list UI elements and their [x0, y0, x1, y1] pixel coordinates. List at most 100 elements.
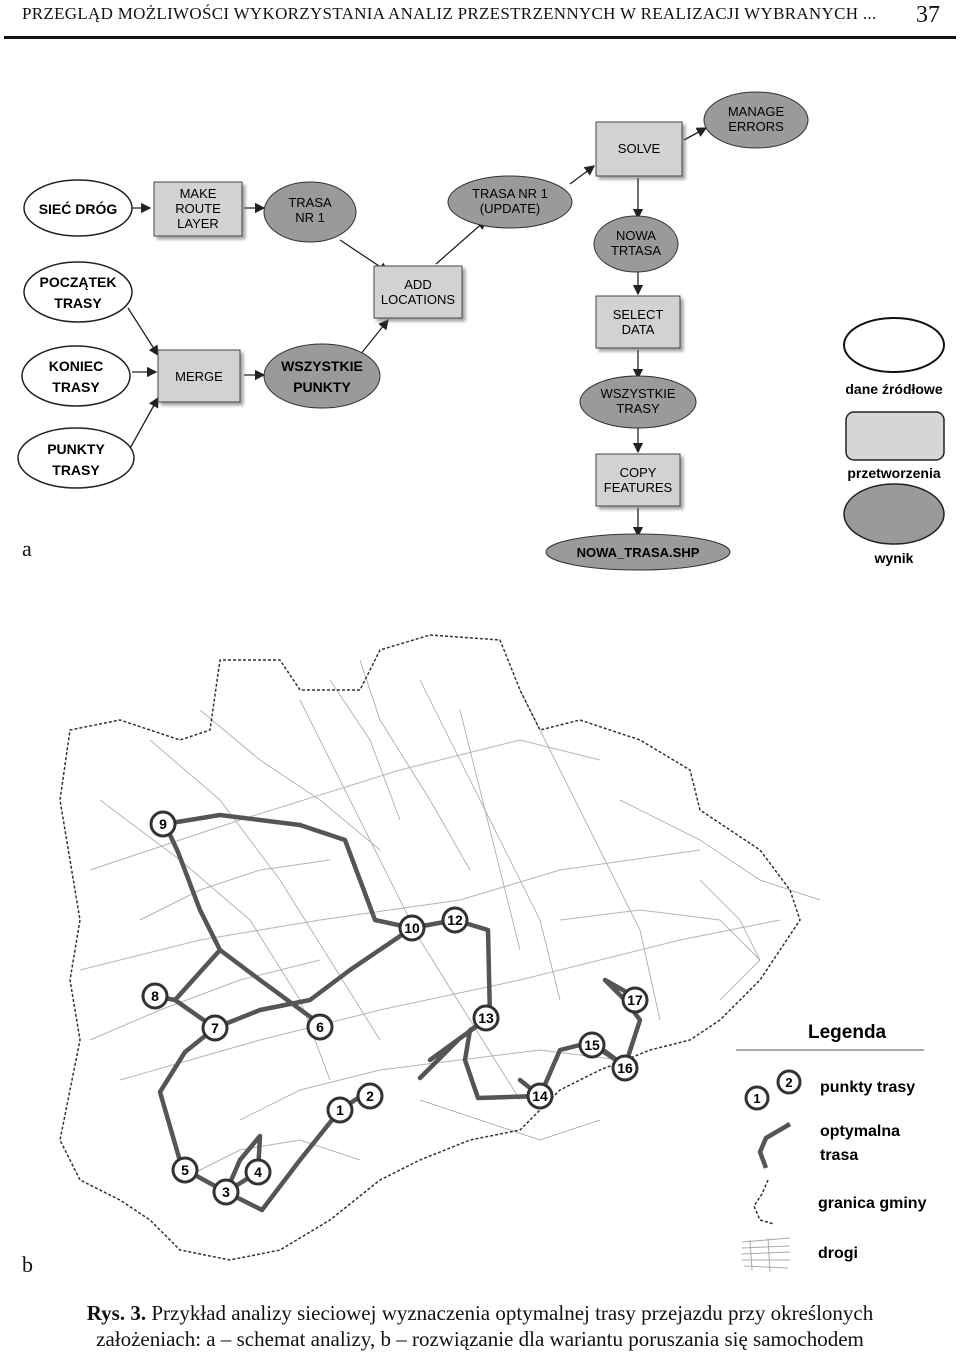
svg-text:NR 1: NR 1	[295, 210, 325, 225]
route-point-1: 1	[326, 1096, 354, 1124]
svg-text:10: 10	[404, 920, 420, 936]
svg-text:LAYER: LAYER	[177, 216, 219, 231]
route-points: 1 2 3 4 5 6 7 8 9 10 12 13 14 15 16 17	[141, 810, 649, 1206]
svg-text:granica gminy: granica gminy	[818, 1195, 927, 1212]
node-merge: MERGE	[157, 349, 241, 403]
svg-text:ADD: ADD	[404, 277, 431, 292]
route-point-15: 15	[578, 1031, 606, 1059]
caption-line-2: założeniach: a – schemat analizy, b – ro…	[96, 1327, 864, 1351]
svg-text:12: 12	[447, 912, 463, 928]
svg-text:6: 6	[316, 1019, 324, 1035]
route-point-9: 9	[149, 810, 177, 838]
svg-text:13: 13	[478, 1010, 494, 1026]
svg-text:SELECT: SELECT	[613, 307, 664, 322]
svg-text:NOWA: NOWA	[616, 228, 656, 243]
flowchart-legend: dane źródłowe przetworzenia wynik	[843, 317, 945, 566]
map-legend: Legenda 1 2 punkty trasy optymalna trasa…	[736, 1022, 927, 1273]
route-point-17: 17	[621, 986, 649, 1014]
svg-text:3: 3	[222, 1184, 230, 1200]
flow-connectors	[127, 127, 708, 538]
svg-text:dane źródłowe: dane źródłowe	[845, 381, 942, 397]
route-point-4: 4	[244, 1158, 272, 1186]
node-make-route-layer: MAKE ROUTE LAYER	[153, 181, 243, 237]
svg-text:5: 5	[181, 1162, 189, 1178]
svg-text:15: 15	[584, 1037, 600, 1053]
figure-caption: Rys. 3. Przykład analizy sieciowej wyzna…	[0, 1300, 960, 1352]
svg-text:PUNKTY: PUNKTY	[293, 379, 351, 395]
svg-text:TRTASA: TRTASA	[611, 243, 661, 258]
road-network	[79, 659, 821, 1181]
svg-text:TRASY: TRASY	[52, 379, 100, 395]
svg-text:przetworzenia: przetworzenia	[847, 465, 941, 481]
svg-text:MANAGE: MANAGE	[728, 104, 785, 119]
node-siec-drog: SIEĆ DRÓG	[23, 179, 133, 237]
svg-text:FEATURES: FEATURES	[604, 480, 673, 495]
svg-text:TRASY: TRASY	[52, 462, 100, 478]
route-point-12: 12	[441, 906, 469, 934]
svg-text:SIEĆ DRÓG: SIEĆ DRÓG	[39, 200, 118, 217]
route-map: 1 2 3 4 5 6 7 8 9 10 12 13 14 15 16 17 L…	[59, 634, 927, 1273]
route-point-8: 8	[141, 982, 169, 1010]
svg-text:(UPDATE): (UPDATE)	[480, 201, 540, 216]
map-legend-title: Legenda	[808, 1022, 887, 1043]
svg-text:trasa: trasa	[820, 1147, 858, 1164]
panel-label-b: b	[22, 1252, 33, 1277]
panel-label-a: a	[22, 536, 32, 561]
svg-text:WSZYSTKIE: WSZYSTKIE	[281, 358, 363, 374]
svg-text:KONIEC: KONIEC	[49, 358, 103, 374]
legend-sample-point-2: 2	[776, 1069, 802, 1095]
svg-text:16: 16	[617, 1060, 633, 1076]
svg-text:2: 2	[366, 1088, 374, 1104]
route-point-2: 2	[356, 1082, 384, 1110]
svg-text:COPY: COPY	[620, 465, 657, 480]
node-wszystkie-punkty: WSZYSTKIE PUNKTY	[263, 343, 381, 409]
page-number: 37	[916, 2, 940, 28]
legend-sample-point-1: 1	[744, 1085, 770, 1111]
svg-text:drogi: drogi	[818, 1245, 858, 1262]
svg-text:4: 4	[254, 1164, 262, 1180]
svg-text:TRASA: TRASA	[288, 195, 332, 210]
svg-text:WSZYSTKIE: WSZYSTKIE	[600, 386, 675, 401]
node-select-data: SELECT DATA	[595, 295, 681, 349]
svg-text:SOLVE: SOLVE	[618, 141, 661, 156]
svg-text:9: 9	[159, 816, 167, 832]
svg-text:ROUTE: ROUTE	[175, 201, 221, 216]
svg-text:POCZĄTEK: POCZĄTEK	[40, 274, 117, 290]
route-point-13: 13	[472, 1004, 500, 1032]
legend-roads-sample	[741, 1237, 791, 1273]
route-point-3: 3	[212, 1178, 240, 1206]
svg-text:17: 17	[627, 992, 643, 1008]
svg-text:MAKE: MAKE	[180, 186, 217, 201]
node-poczatek-trasy: POCZĄTEK TRASY	[23, 261, 133, 323]
svg-text:2: 2	[785, 1075, 792, 1090]
node-trasa-nr1-update: TRASA NR 1 (UPDATE)	[447, 175, 573, 229]
analysis-flowchart: SIEĆ DRÓG POCZĄTEK TRASY KONIEC TRASY PU…	[17, 91, 945, 571]
svg-text:DATA: DATA	[622, 322, 655, 337]
svg-text:1: 1	[753, 1091, 760, 1106]
node-add-locations: ADD LOCATIONS	[373, 265, 463, 319]
node-trasa-nr1: TRASA NR 1	[263, 181, 357, 243]
caption-line-1: Przykład analizy sieciowej wyznaczenia o…	[151, 1301, 874, 1325]
svg-text:wynik: wynik	[874, 550, 914, 566]
svg-text:7: 7	[211, 1020, 219, 1036]
node-punkty-trasy: PUNKTY TRASY	[17, 427, 135, 489]
svg-text:TRASY: TRASY	[54, 295, 102, 311]
svg-text:NOWA_TRASA.SHP: NOWA_TRASA.SHP	[577, 545, 700, 560]
svg-text:PUNKTY: PUNKTY	[47, 441, 105, 457]
route-point-7: 7	[201, 1014, 229, 1042]
node-nowa-trasa: NOWA TRTASA	[593, 215, 679, 273]
route-point-5: 5	[171, 1156, 199, 1184]
node-koniec-trasy: KONIEC TRASY	[21, 345, 131, 407]
route-point-10: 10	[398, 914, 426, 942]
running-header-title: PRZEGLĄD MOŻLIWOŚCI WYKORZYSTANIA ANALIZ…	[22, 4, 877, 23]
route-point-6: 6	[306, 1013, 334, 1041]
node-nowa-trasa-shp: NOWA_TRASA.SHP	[545, 533, 731, 571]
svg-text:MERGE: MERGE	[175, 369, 223, 384]
svg-text:LOCATIONS: LOCATIONS	[381, 292, 455, 307]
node-manage-errors: MANAGE ERRORS	[703, 91, 809, 149]
svg-text:8: 8	[151, 988, 159, 1004]
node-copy-features: COPY FEATURES	[595, 453, 681, 507]
caption-label: Rys. 3.	[86, 1301, 147, 1325]
svg-text:punkty trasy: punkty trasy	[820, 1079, 915, 1096]
svg-text:1: 1	[336, 1102, 344, 1118]
